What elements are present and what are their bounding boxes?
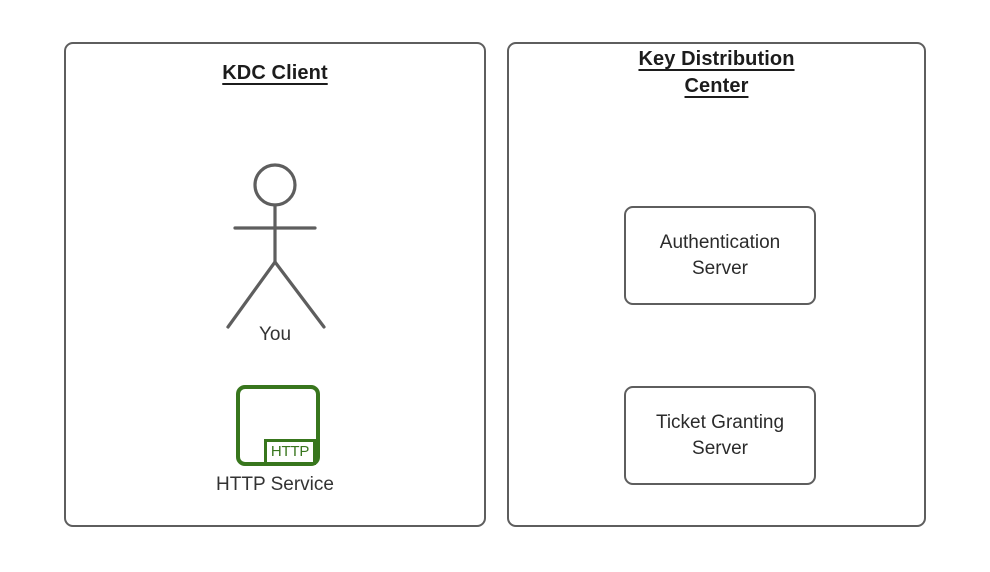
actor-caption-text: You <box>258 324 292 345</box>
panel-title-kdc-line1: Key Distribution <box>638 48 795 70</box>
http-service-caption-text: HTTP Service <box>216 474 334 495</box>
actor-caption: You <box>64 323 486 347</box>
stick-figure-icon <box>206 155 344 337</box>
authentication-server-line2: Server <box>692 257 748 279</box>
ticket-granting-server-box: Ticket Granting Server <box>624 386 816 485</box>
panel-title-kdc-client-text: KDC Client <box>222 62 328 84</box>
panel-title-kdc-client: KDC Client <box>64 60 486 87</box>
http-service-badge: HTTP <box>264 439 316 465</box>
panel-title-kdc-line2: Center <box>684 75 749 97</box>
authentication-server-box: Authentication Server <box>624 206 816 305</box>
http-service-icon: HTTP <box>236 385 320 466</box>
authentication-server-line1: Authentication <box>659 231 781 253</box>
panel-title-key-distribution-center: Key Distribution Center <box>507 46 926 100</box>
http-service-caption: HTTP Service <box>64 473 486 497</box>
ticket-granting-server-line2: Server <box>692 437 748 459</box>
ticket-granting-server-line1: Ticket Granting <box>655 411 785 433</box>
